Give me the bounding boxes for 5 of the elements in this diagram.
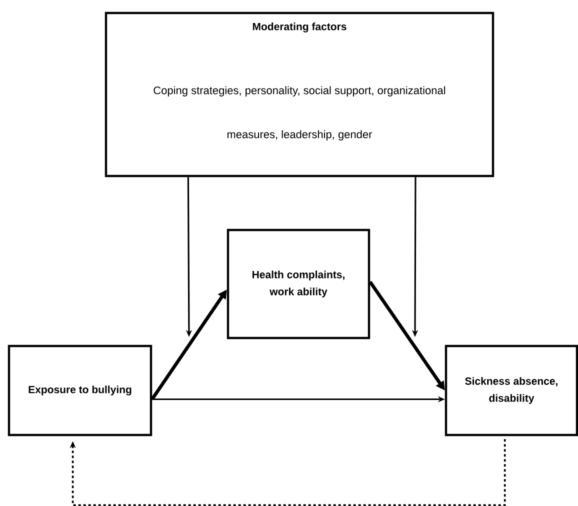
variable-box: Sickness absence, disability [444, 344, 578, 436]
feedback-arrow [70, 439, 506, 506]
factor-box: Moderating factors Coping strategies, personality, social support, organizational measures, leadership, gender [104, 12, 494, 178]
variable-box: Health complaints, work ability [226, 228, 370, 340]
variable-box: Exposure to bullying [8, 344, 152, 436]
